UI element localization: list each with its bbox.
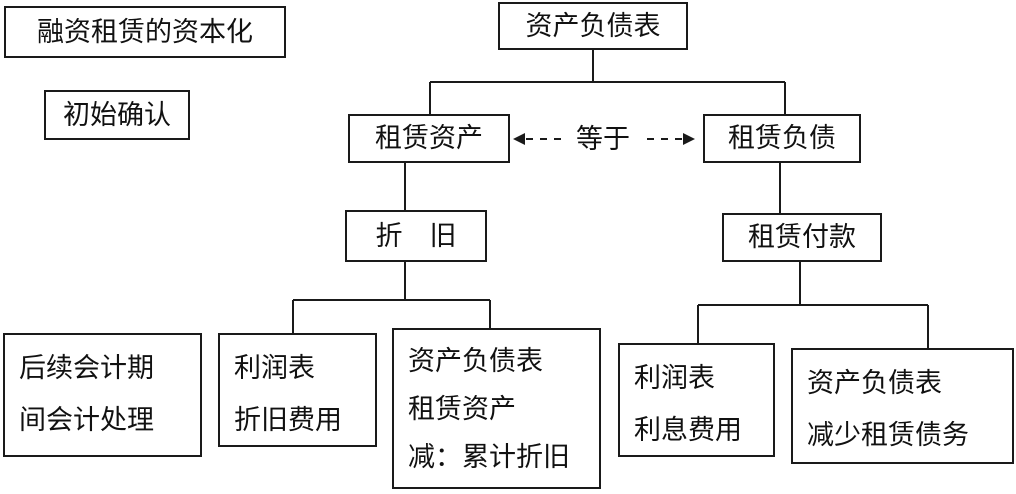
lease-asset-label: 租赁资产 xyxy=(375,123,483,154)
bs-liability-line-2: 减少租赁债务 xyxy=(807,420,969,451)
lease-liability-label: 租赁负债 xyxy=(728,123,836,154)
depreciation-label: 折 旧 xyxy=(375,220,457,252)
lease-payment-label: 租赁付款 xyxy=(748,222,856,253)
initial-recognition-box: 初始确认 xyxy=(44,90,190,140)
bs-liability-line-1: 资产负债表 xyxy=(807,368,942,399)
initial-recognition-label: 初始确认 xyxy=(63,99,171,131)
lease-asset-box: 租赁资产 xyxy=(348,114,510,163)
interest-expense-label: 利息费用 xyxy=(634,415,742,446)
bs-asset-line-2: 租赁资产 xyxy=(408,394,516,425)
balance-sheet-label: 资产负债表 xyxy=(525,10,661,42)
subsequent-period-line-2: 间会计处理 xyxy=(19,405,154,436)
depreciation-box: 折 旧 xyxy=(345,210,487,262)
subsequent-period-box: 后续会计期 间会计处理 xyxy=(3,333,202,457)
balance-sheet-box: 资产负债表 xyxy=(498,2,688,50)
bs-asset-line-3: 减：累计折旧 xyxy=(408,442,570,473)
income-statement-depreciation-box: 利润表 折旧费用 xyxy=(218,333,377,447)
lease-payment-box: 租赁付款 xyxy=(722,213,882,262)
diagram-title: 融资租赁的资本化 xyxy=(37,16,253,48)
balance-sheet-asset-box: 资产负债表 租赁资产 减：累计折旧 xyxy=(392,328,601,489)
lease-liability-box: 租赁负债 xyxy=(703,114,861,163)
arrowhead-right-icon xyxy=(683,133,695,145)
balance-sheet-liability-box: 资产负债表 减少租赁债务 xyxy=(791,348,1014,464)
equals-label: 等于 xyxy=(576,124,630,155)
income-statement-label-2: 利润表 xyxy=(634,363,715,394)
diagram-title-box: 融资租赁的资本化 xyxy=(4,6,286,58)
income-statement-interest-box: 利润表 利息费用 xyxy=(618,343,775,457)
income-statement-label: 利润表 xyxy=(234,353,315,384)
arrowhead-left-icon xyxy=(513,133,525,145)
subsequent-period-line-1: 后续会计期 xyxy=(19,353,154,384)
depreciation-expense-label: 折旧费用 xyxy=(234,405,342,436)
bs-asset-line-1: 资产负债表 xyxy=(408,346,543,377)
